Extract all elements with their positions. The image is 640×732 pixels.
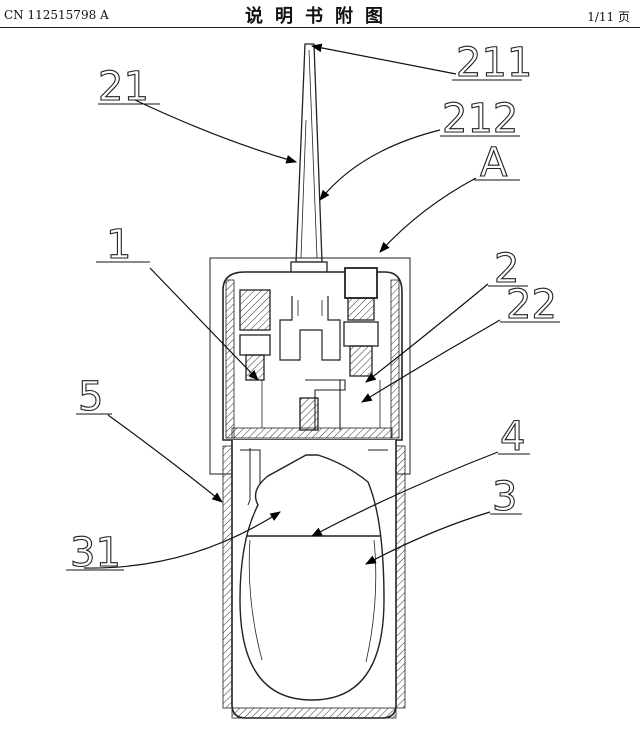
label-31: 31 bbox=[70, 530, 121, 576]
label-21: 21 bbox=[98, 64, 149, 110]
label-4: 4 bbox=[500, 414, 525, 460]
leader-22 bbox=[361, 319, 501, 403]
leader-4 bbox=[311, 451, 499, 537]
label-211: 211 bbox=[456, 40, 532, 86]
leader-31 bbox=[83, 511, 281, 569]
label-a: A bbox=[480, 140, 508, 186]
leader-a bbox=[379, 177, 477, 253]
device-drawing bbox=[209, 43, 411, 719]
liquid-bag bbox=[239, 454, 385, 701]
label-2: 2 bbox=[494, 246, 519, 292]
header-rule bbox=[0, 27, 640, 28]
leader-212 bbox=[319, 129, 441, 201]
reference-numerals: 211 21 212 A 1 2 22 5 4 3 31 bbox=[69, 39, 557, 576]
leader-211 bbox=[310, 43, 457, 75]
pump-housing bbox=[222, 267, 403, 441]
leader-3 bbox=[365, 511, 491, 565]
page-header: CN 112515798 A 说明书附图 1/11 页 bbox=[0, 0, 640, 30]
sheet-title: 说明书附图 bbox=[245, 6, 395, 27]
label-underlines bbox=[66, 79, 560, 571]
label-3: 3 bbox=[492, 474, 517, 520]
label-212: 212 bbox=[442, 96, 518, 142]
leader-2 bbox=[365, 283, 489, 383]
leader-21 bbox=[134, 99, 298, 164]
label-5: 5 bbox=[78, 374, 103, 420]
leader-1 bbox=[149, 267, 259, 381]
page-number: 1/11 页 bbox=[587, 10, 630, 24]
label-22: 22 bbox=[506, 282, 557, 328]
patent-number: CN 112515798 A bbox=[4, 8, 109, 22]
leader-5 bbox=[107, 414, 223, 503]
label-1: 1 bbox=[106, 222, 131, 268]
leader-lines bbox=[83, 43, 501, 569]
